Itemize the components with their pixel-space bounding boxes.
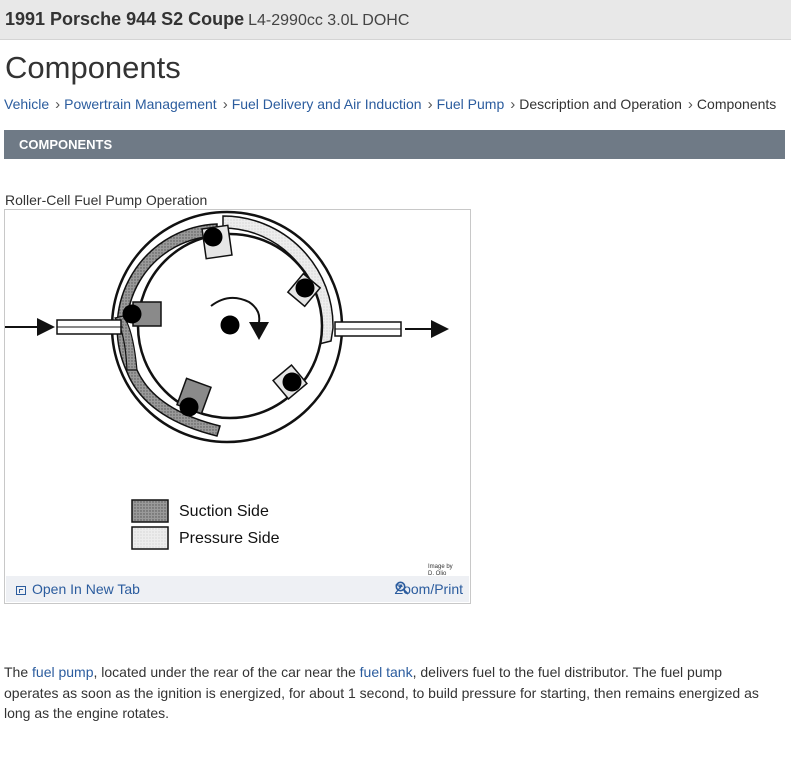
breadcrumb-fuel-delivery[interactable]: Fuel Delivery and Air Induction xyxy=(231,96,422,112)
breadcrumb-fuel-pump[interactable]: Fuel Pump xyxy=(436,96,505,112)
engine-spec: L4-2990cc 3.0L DOHC xyxy=(248,12,410,29)
fuel-pump-link[interactable]: fuel pump xyxy=(32,664,94,680)
legend-suction-swatch xyxy=(131,499,169,523)
roller xyxy=(122,304,142,324)
breadcrumb: Vehicle›Powertrain Management›Fuel Deliv… xyxy=(4,96,776,113)
zoom-print-button[interactable]: Zoom/Print xyxy=(395,581,463,597)
description-paragraph: The fuel pump, located under the rear of… xyxy=(4,662,779,724)
chevron-right-icon: › xyxy=(510,96,516,113)
outlet-arrowhead xyxy=(431,320,449,338)
image-credit: Image by D. Olio xyxy=(428,564,453,578)
image-credit-line2: D. Olio xyxy=(428,571,447,577)
roller xyxy=(203,227,223,247)
open-in-new-tab-label: Open In New Tab xyxy=(32,581,140,597)
fuel-tank-link[interactable]: fuel tank xyxy=(359,664,413,680)
description-text: , delivers fuel to the fuel distributor.… xyxy=(4,664,759,721)
chevron-right-icon: › xyxy=(55,96,61,113)
zoom-print-label: Zoom/Print xyxy=(394,581,463,597)
chevron-right-icon: › xyxy=(687,96,693,113)
page-title: Components xyxy=(5,50,181,85)
breadcrumb-vehicle[interactable]: Vehicle xyxy=(4,96,50,112)
open-in-new-tab-button[interactable]: Open In New Tab xyxy=(16,581,140,597)
figure-panel: Suction Side Pressure Side Image by D. O… xyxy=(4,209,471,604)
legend-pressure-swatch xyxy=(131,526,169,550)
image-credit-line1: Image by xyxy=(428,564,453,570)
description-text: , located under the rear of the car near… xyxy=(93,664,360,680)
section-header: COMPONENTS xyxy=(4,130,785,159)
chevron-right-icon: › xyxy=(427,96,433,113)
description-text: The xyxy=(4,664,33,680)
rotation-arrowhead xyxy=(249,322,269,340)
open-new-tab-icon xyxy=(16,586,26,595)
legend-suction-label: Suction Side xyxy=(179,503,269,520)
roller xyxy=(179,397,199,417)
figure-caption: Roller-Cell Fuel Pump Operation xyxy=(5,192,208,208)
chevron-right-icon: › xyxy=(222,96,228,113)
breadcrumb-components: Components xyxy=(696,96,777,112)
breadcrumb-powertrain-management[interactable]: Powertrain Management xyxy=(64,96,217,112)
fuel-pump-diagram[interactable] xyxy=(5,210,470,576)
rotation-arrow xyxy=(210,296,261,323)
zoom-magnifier-icon xyxy=(395,581,409,595)
vehicle-name: 1991 Porsche 944 S2 Coupe xyxy=(5,9,245,29)
roller xyxy=(282,372,302,392)
figure-toolbar: Open In New Tab Zoom/Print xyxy=(6,576,469,602)
inlet-arrowhead xyxy=(37,318,55,336)
rotor-shaft xyxy=(220,315,240,335)
suction-side-chamber xyxy=(116,223,221,437)
legend-pressure-label: Pressure Side xyxy=(179,530,280,547)
breadcrumb-description-operation: Description and Operation xyxy=(519,96,682,112)
roller xyxy=(295,278,315,298)
